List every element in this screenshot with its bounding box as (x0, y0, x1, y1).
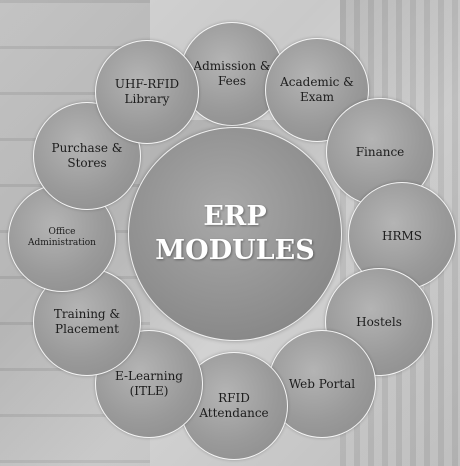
module-hrms: HRMS (348, 182, 456, 290)
module-label: Admission & Fees (193, 59, 271, 88)
module-label: Training & Placement (53, 307, 121, 336)
module-label: Web Portal (288, 376, 356, 391)
module-label: E-Learning (ITLE) (115, 369, 183, 398)
module-label: Academic & Exam (280, 75, 354, 104)
hub-title-line2: MODULES (155, 235, 315, 266)
erp-modules-hub: ERP MODULES (128, 127, 342, 341)
module-label: Purchase & Stores (51, 141, 123, 170)
module-label: HRMS (381, 228, 422, 243)
module-academic-exam: Academic & Exam (265, 38, 369, 142)
module-label: Office Administration (28, 226, 96, 248)
module-label: Finance (355, 144, 405, 159)
module-label: RFID Attendance (199, 391, 269, 420)
module-uhf-rfid-library: UHF-RFID Library (95, 40, 199, 144)
hub-title-line1: ERP (203, 201, 267, 233)
module-web-portal: Web Portal (268, 330, 376, 438)
module-label: Hostels (356, 314, 402, 329)
module-label: UHF-RFID Library (114, 77, 180, 106)
